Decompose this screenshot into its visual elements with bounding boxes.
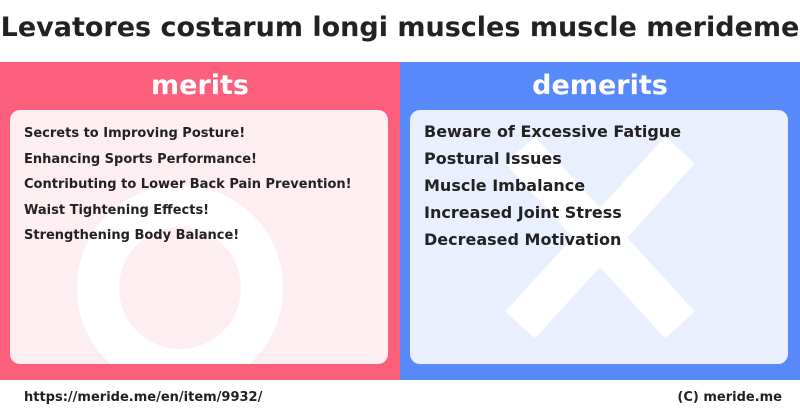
demerits-card: Beware of Excessive Fatigue Postural Iss… [410,110,788,364]
merit-item: Waist Tightening Effects! [24,202,210,218]
merit-item: Enhancing Sports Performance! [24,151,257,167]
merits-card: Secrets to Improving Posture! Enhancing … [10,110,388,364]
circle-mark-icon [77,185,283,364]
cross-mark-icon [505,136,695,339]
copyright-text: (C) meride.me [677,390,782,405]
demerits-list: Beware of Excessive Fatigue Postural Iss… [424,121,681,256]
page-title: Levatores costarum longi muscles muscle … [0,12,800,43]
merits-list: Secrets to Improving Posture! Enhancing … [24,124,352,252]
merits-panel: merits Secrets to Improving Posture! Enh… [0,62,400,380]
source-url: https://meride.me/en/item/9932/ [24,390,263,405]
merit-item: Secrets to Improving Posture! [24,126,246,141]
merits-heading: merits [151,70,249,101]
demerit-item: Decreased Motivation [424,230,622,249]
demerits-panel: demerits Beware of Excessive Fatigue Pos… [400,62,800,380]
demerits-heading: demerits [532,70,668,101]
demerit-item: Muscle Imbalance [424,176,586,195]
demerit-item: Beware of Excessive Fatigue [424,122,682,141]
merit-item: Contributing to Lower Back Pain Preventi… [24,177,352,192]
merit-item: Strengthening Body Balance! [24,228,240,243]
demerit-item: Increased Joint Stress [424,203,622,222]
demerit-item: Postural Issues [424,149,562,168]
